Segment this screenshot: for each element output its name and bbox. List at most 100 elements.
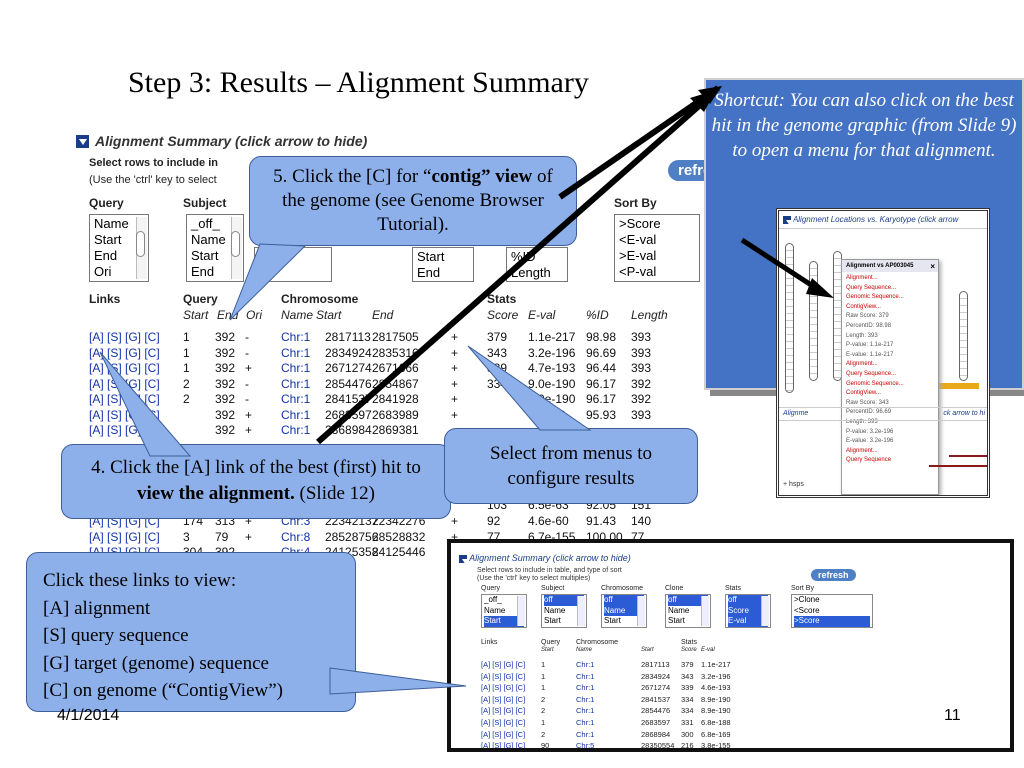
shot2-sort-select[interactable]: >Clone<Score>Score xyxy=(791,594,873,628)
menu-item[interactable]: ContigView... xyxy=(846,303,881,310)
list-option[interactable]: >Score xyxy=(619,216,695,232)
list-option[interactable]: >E-val xyxy=(619,248,657,263)
list-option[interactable]: _off_ xyxy=(484,595,502,604)
links-cell[interactable]: [A] [S] [G] [C] xyxy=(481,694,526,704)
list-option[interactable]: >Score xyxy=(794,616,870,627)
clone-select[interactable]: Start End xyxy=(412,247,474,282)
scrollbar[interactable] xyxy=(761,596,769,626)
list-option[interactable]: _off_ xyxy=(191,216,220,231)
links-cell[interactable]: [A] [S] [G] [C] xyxy=(481,660,526,669)
scrollbar[interactable] xyxy=(637,596,645,626)
menu-item[interactable]: Alignment... xyxy=(846,275,878,281)
list-option[interactable]: Name xyxy=(604,605,644,616)
chromosome-cell[interactable]: Chr:1 xyxy=(576,729,595,739)
list-option[interactable]: off xyxy=(544,595,584,606)
scroll-thumb[interactable] xyxy=(136,231,145,257)
list-option[interactable]: Name xyxy=(484,605,506,615)
scroll-thumb[interactable] xyxy=(231,231,240,257)
sort-select[interactable]: >Score <E-val >E-val <P-val xyxy=(614,214,700,282)
chromosome-cell[interactable]: Chr:1 xyxy=(281,407,311,422)
query-select[interactable]: Name Start End Ori xyxy=(89,214,149,282)
list-option[interactable]: Score xyxy=(728,605,768,616)
links-cell[interactable]: [A] [S] [G] [C] xyxy=(481,741,526,751)
list-option[interactable]: >Clone xyxy=(794,595,820,604)
shot2-refresh-button[interactable]: refresh xyxy=(811,569,856,581)
links-cell[interactable]: [A] [S] [G] [C] xyxy=(481,683,526,693)
scrollbar[interactable] xyxy=(701,596,709,626)
links-cell[interactable]: [A] [S] [G] [C] xyxy=(481,706,526,716)
list-option[interactable]: Start xyxy=(604,616,621,625)
alignment-summary-heading[interactable]: Alignment Summary (click arrow to hide) xyxy=(76,133,367,149)
list-option[interactable]: Start xyxy=(191,248,219,263)
list-option[interactable]: Start xyxy=(94,232,122,247)
menu-item[interactable]: Query Sequence... xyxy=(846,284,897,291)
list-option[interactable]: off xyxy=(728,595,768,606)
list-option[interactable]: off xyxy=(668,595,708,606)
links-cell[interactable]: [A] [S] [G] [C] xyxy=(89,330,160,344)
list-option[interactable]: Start xyxy=(544,616,561,625)
scrollbar[interactable] xyxy=(577,596,585,626)
chromosome-bar[interactable] xyxy=(785,243,794,393)
chromosome-cell[interactable]: Chr:1 xyxy=(281,423,311,437)
list-option[interactable]: End xyxy=(417,265,441,280)
menu-item[interactable]: Query Sequence... xyxy=(846,370,897,377)
chromosome-cell[interactable]: Chr:1 xyxy=(576,671,595,681)
stats-select[interactable]: %ID Length xyxy=(506,247,568,282)
menu-item[interactable]: Query Sequence xyxy=(846,457,892,464)
scrollbar[interactable] xyxy=(517,596,525,626)
list-option[interactable]: Name xyxy=(544,605,566,615)
list-option[interactable]: Start xyxy=(417,249,445,264)
chromosome-cell[interactable]: Chr:1 xyxy=(281,345,311,360)
subject-select[interactable]: _off_ Name Start End xyxy=(186,214,244,282)
list-option[interactable]: Ori xyxy=(94,264,112,279)
links-cell[interactable]: [A] [S] [G] [C] xyxy=(481,729,526,739)
menu-item[interactable]: ContigView... xyxy=(846,390,881,397)
list-option[interactable]: Name xyxy=(94,216,129,231)
collapse-arrow-icon[interactable] xyxy=(76,134,89,148)
chromosome-cell[interactable]: Chr:1 xyxy=(281,376,311,391)
list-option[interactable]: End xyxy=(191,264,215,279)
chromosome-cell[interactable]: Chr:1 xyxy=(576,683,595,693)
list-option[interactable]: off xyxy=(604,595,644,606)
chromosome-bar[interactable] xyxy=(959,291,968,381)
chromosome-cell[interactable]: Chr:1 xyxy=(281,392,311,406)
links-cell[interactable]: [A] [S] [G] [C] xyxy=(481,671,526,681)
list-option[interactable]: <Score xyxy=(794,605,820,615)
menu-item[interactable]: Genomic Sequence... xyxy=(846,294,904,301)
chromosome-cell[interactable]: Chr:8 xyxy=(281,529,311,544)
collapse-arrow-icon[interactable] xyxy=(459,554,470,565)
collapse-arrow-icon[interactable] xyxy=(783,215,794,226)
list-option[interactable]: E-val xyxy=(728,616,768,627)
links-cell[interactable]: [A] [S] [G] [C] xyxy=(89,345,160,360)
chromosome-cell[interactable]: Chr:1 xyxy=(576,706,595,716)
karyotype-heading[interactable]: Alignment Locations vs. Karyotype (click… xyxy=(779,211,987,229)
links-cell[interactable]: [A] [S] [G] [C] xyxy=(481,718,526,727)
chromosome-cell[interactable]: Chr:1 xyxy=(576,694,595,704)
chromosome-cell[interactable]: Chr:1 xyxy=(281,361,311,375)
shot2-heading[interactable]: Alignment Summary (click arrow to hide) xyxy=(459,553,631,565)
scrollbar[interactable] xyxy=(136,217,147,279)
menu-item[interactable]: Alignment... xyxy=(846,447,878,454)
alignment-popup-menu[interactable]: Alignment vs AP003045 × Alignment...Quer… xyxy=(841,259,939,495)
scrollbar[interactable] xyxy=(231,217,242,279)
chromosome-bar[interactable] xyxy=(809,261,818,381)
menu-item[interactable]: Alignment... xyxy=(846,361,878,368)
list-option[interactable]: Name xyxy=(668,605,690,615)
list-option[interactable]: Start xyxy=(484,616,524,627)
list-option[interactable]: End xyxy=(94,248,118,263)
list-option[interactable]: Start xyxy=(668,616,685,625)
close-icon[interactable]: × xyxy=(930,262,935,271)
list-option[interactable]: Name xyxy=(191,232,226,247)
list-option[interactable]: Length xyxy=(511,265,551,280)
links-cell[interactable]: [A] [S] [G] [C] xyxy=(89,529,160,544)
menu-item[interactable]: Genomic Sequence... xyxy=(846,380,904,387)
second-heading[interactable]: Alignme ck arrow to hi xyxy=(779,407,987,421)
list-option[interactable]: <E-val xyxy=(619,232,657,247)
chromosome-cell[interactable]: Chr:1 xyxy=(576,718,595,727)
list-option[interactable]: <P-val xyxy=(619,264,657,279)
